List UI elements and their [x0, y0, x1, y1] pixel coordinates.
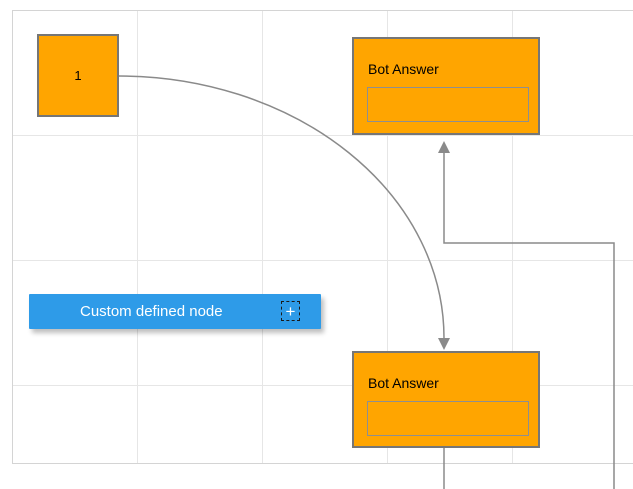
bot-answer-title: Bot Answer	[368, 375, 439, 391]
node-start[interactable]: 1	[37, 34, 119, 117]
node-start-label: 1	[74, 68, 82, 83]
bot-answer-input-box[interactable]	[367, 87, 529, 122]
node-bot-answer-top[interactable]: Bot Answer	[352, 37, 540, 135]
custom-node-label: Custom defined node	[80, 303, 223, 320]
node-bot-answer-bottom[interactable]: Bot Answer	[352, 351, 540, 448]
node-custom-defined[interactable]: Custom defined node +	[29, 294, 321, 329]
plus-icon: +	[285, 301, 296, 321]
bot-answer-title: Bot Answer	[368, 61, 439, 77]
bot-answer-input-box[interactable]	[367, 401, 529, 436]
add-button[interactable]: +	[281, 301, 300, 321]
